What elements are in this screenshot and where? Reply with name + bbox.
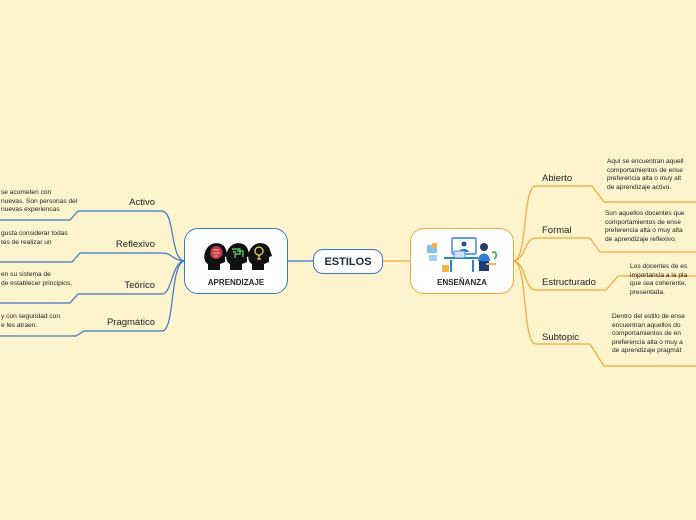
note-line: Dentro del estilo de ense <box>612 313 685 320</box>
note-line: se acometen con <box>1 189 52 196</box>
topic-reflexivo[interactable]: Reflexivo <box>115 239 155 250</box>
branch-activo <box>0 210 185 262</box>
topic-estructurado[interactable]: Estructurado <box>542 277 596 288</box>
topic-teorico[interactable]: Teórico <box>124 280 155 291</box>
note-line: preferencia alta o muy alta <box>605 227 683 235</box>
aprendizaje-label: APRENDIZAJE <box>207 278 265 287</box>
branch-reflexivo <box>0 252 185 263</box>
note-line: en su sistema de <box>1 271 51 278</box>
note-line: nuevas experiencas <box>1 206 60 214</box>
note-line: de aprendizaje activo. <box>607 183 672 191</box>
note-line: importancia a la pla <box>630 271 688 279</box>
topic-formal[interactable]: Formal <box>542 225 572 236</box>
note-line: Son aquellos docentes que <box>605 210 685 217</box>
note-line: presentada. <box>630 288 665 296</box>
note-line: de aprendizaje reflexivo. <box>605 235 677 243</box>
note-line: gusta considerar todas <box>1 230 68 237</box>
topic-activo[interactable]: Activo <box>129 197 155 208</box>
branch-pragmatico <box>0 260 185 337</box>
note-line: comportamientos de ense <box>605 218 681 226</box>
ensenanza-node[interactable]: ENSEÑANZA <box>410 228 514 294</box>
topic-pragmatico[interactable]: Pragmático <box>106 317 155 328</box>
note-line: nuevas. Son personas del <box>1 197 78 205</box>
note-line: e les atraen. <box>1 321 38 329</box>
branch-teorico <box>0 260 185 304</box>
central-node[interactable]: ESTILOS <box>313 249 383 274</box>
branch-formal <box>513 237 696 262</box>
central-label: ESTILOS <box>324 255 372 268</box>
note-line: tes de realizar un <box>1 238 52 246</box>
heads-brain-icon <box>204 243 272 270</box>
note-line: de aprendizaje pragmát <box>612 347 682 355</box>
note-line: y con seguridad con <box>1 313 61 320</box>
note-line: de establecer principios, <box>1 279 73 287</box>
note-line: Aquí se encuentran aquell <box>607 158 684 165</box>
note-line: encuentran aquellos do <box>612 321 681 329</box>
note-line: Los docentes de es <box>630 263 688 270</box>
branch-estructurado <box>513 260 696 291</box>
note-line: preferencia alta o muy a <box>612 338 683 346</box>
note-line: que sea coherente, <box>630 280 687 288</box>
topic-abierto[interactable]: Abierto <box>542 173 573 184</box>
note-line: comportamientos de ense <box>607 166 683 174</box>
topic-subtopic[interactable]: Subtopic <box>542 332 579 343</box>
note-line: preferencia alta o muy alt <box>607 175 682 183</box>
ensenanza-label: ENSEÑANZA <box>437 278 487 287</box>
teacher-online-icon <box>427 237 498 272</box>
aprendizaje-node[interactable]: APRENDIZAJE <box>184 228 288 294</box>
note-line: comportamientos de en <box>612 330 681 338</box>
branch-abierto <box>513 185 696 262</box>
branch-subtopic <box>513 260 696 367</box>
